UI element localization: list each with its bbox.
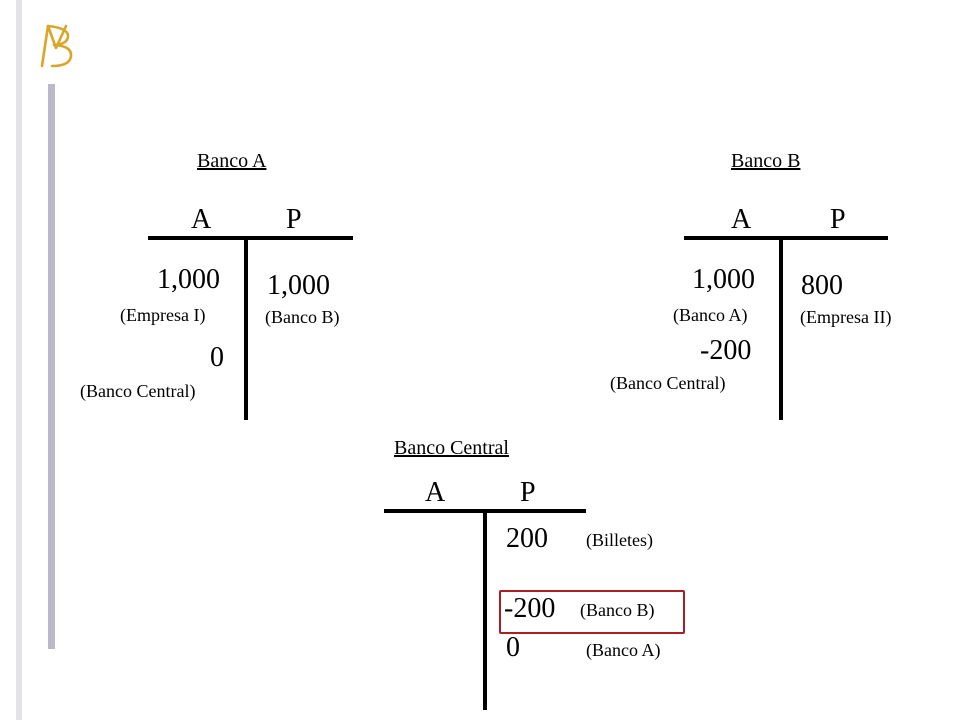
banco-central-liability-note: (Billetes) bbox=[586, 530, 653, 550]
side-strip-outer bbox=[16, 0, 22, 720]
banco-a-asset-value: 1,000 bbox=[157, 264, 220, 295]
side-strip-inner bbox=[48, 84, 55, 649]
banco-b-t-account-divider bbox=[779, 236, 783, 420]
banco-b-asset-note: (Banco Central) bbox=[610, 373, 726, 393]
banco-a-liability-label: P bbox=[286, 204, 302, 235]
banco-b-liability-note: (Empresa II) bbox=[800, 307, 892, 327]
banco-b-asset-value: 1,000 bbox=[692, 264, 755, 295]
banco-b-title: Banco B bbox=[731, 150, 801, 172]
banco-a-asset-value: 0 bbox=[210, 342, 224, 373]
banco-central-liability-label: P bbox=[520, 477, 536, 508]
banco-a-title: Banco A bbox=[197, 150, 267, 172]
banco-a-asset-note: (Banco Central) bbox=[80, 381, 196, 401]
banco-a-asset-note: (Empresa I) bbox=[120, 305, 206, 325]
banco-a-liability-note: (Banco B) bbox=[265, 307, 340, 327]
banco-central-t-account-divider bbox=[483, 509, 487, 710]
banco-central-title: Banco Central bbox=[394, 437, 509, 459]
banco-central-asset-label: A bbox=[425, 477, 446, 508]
banco-central-liability-note: (Banco A) bbox=[586, 640, 661, 660]
banco-b-asset-label: A bbox=[731, 204, 752, 235]
banco-b-asset-note: (Banco A) bbox=[673, 305, 748, 325]
banco-a-asset-label: A bbox=[191, 204, 212, 235]
highlight-box bbox=[499, 590, 685, 634]
mb-monogram-icon bbox=[40, 24, 73, 68]
banco-a-t-account-divider bbox=[244, 236, 248, 420]
banco-central-liability-value: 200 bbox=[506, 523, 548, 554]
banco-a-liability-value: 1,000 bbox=[267, 270, 330, 301]
banco-a-t-account-top bbox=[148, 236, 353, 240]
banco-b-liability-value: 800 bbox=[801, 270, 843, 301]
banco-central-liability-note: (Banco B) bbox=[580, 600, 655, 620]
banco-b-asset-value: -200 bbox=[700, 335, 752, 366]
banco-central-liability-value: -200 bbox=[504, 593, 556, 624]
banco-central-liability-value: 0 bbox=[506, 632, 520, 663]
banco-b-liability-label: P bbox=[830, 204, 846, 235]
banco-b-t-account-top bbox=[684, 236, 888, 240]
